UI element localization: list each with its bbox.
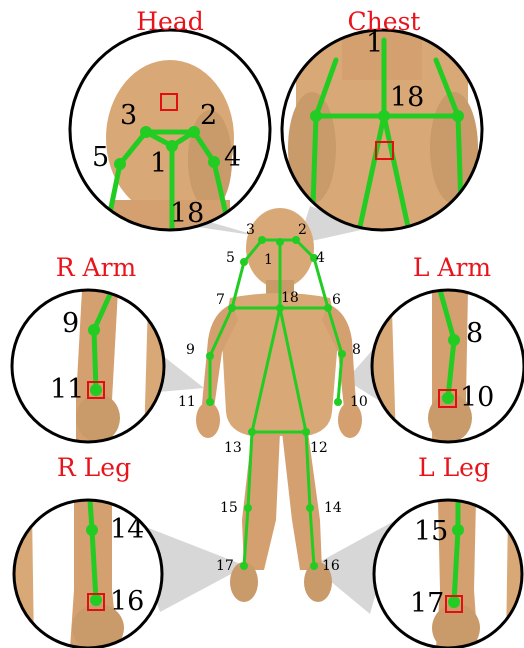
r-arm-label-11: 11	[50, 374, 84, 405]
r-leg-title: R Leg	[57, 453, 131, 482]
center-label-11: 11	[178, 394, 196, 410]
head-title: Head	[136, 7, 204, 36]
center-label-10: 10	[350, 394, 368, 410]
center-label-9: 9	[186, 342, 195, 358]
center-label-2: 2	[298, 222, 307, 238]
chest-label-18: 18	[390, 82, 424, 113]
l-arm-zoom-inset: 8 10	[372, 290, 524, 442]
l-arm-title: L Arm	[413, 253, 492, 282]
head-label-3: 3	[120, 100, 137, 131]
center-label-14: 14	[324, 500, 342, 516]
doll-right-hand	[196, 402, 220, 438]
head-zoom-inset: 3 2 5 1 4 18	[70, 30, 270, 240]
l-leg-title: L Leg	[418, 453, 490, 482]
center-label-8: 8	[352, 342, 361, 358]
r-leg-label-16: 16	[110, 586, 144, 617]
center-label-18: 18	[281, 290, 299, 306]
l-arm-label-8: 8	[466, 318, 483, 349]
l-leg-zoom-inset: 15 17	[374, 500, 524, 648]
l-arm-label-10: 10	[460, 382, 494, 413]
chest-title: Chest	[348, 7, 421, 36]
center-label-4: 4	[316, 250, 325, 266]
center-label-15: 15	[220, 500, 238, 516]
head-label-5: 5	[92, 142, 109, 173]
center-label-7: 7	[216, 292, 225, 308]
l-leg-label-17: 17	[410, 588, 444, 619]
center-label-17: 17	[216, 558, 234, 574]
chest-zoom-inset: 1 18	[282, 28, 482, 236]
r-arm-title: R Arm	[56, 253, 137, 282]
r-arm-zoom-inset: 9 11	[12, 290, 166, 442]
center-label-1: 1	[264, 252, 273, 268]
center-label-12: 12	[310, 440, 328, 456]
center-label-13: 13	[224, 440, 242, 456]
head-label-4: 4	[224, 142, 241, 173]
head-label-1: 1	[150, 148, 167, 179]
center-label-3: 3	[246, 222, 255, 238]
center-label-16: 16	[322, 558, 340, 574]
r-arm-label-9: 9	[62, 308, 79, 339]
center-label-5: 5	[226, 250, 235, 266]
r-leg-zoom-inset: 14 16	[14, 500, 162, 648]
head-label-2: 2	[200, 100, 217, 131]
center-label-6: 6	[332, 292, 341, 308]
l-leg-label-15: 15	[414, 516, 448, 547]
